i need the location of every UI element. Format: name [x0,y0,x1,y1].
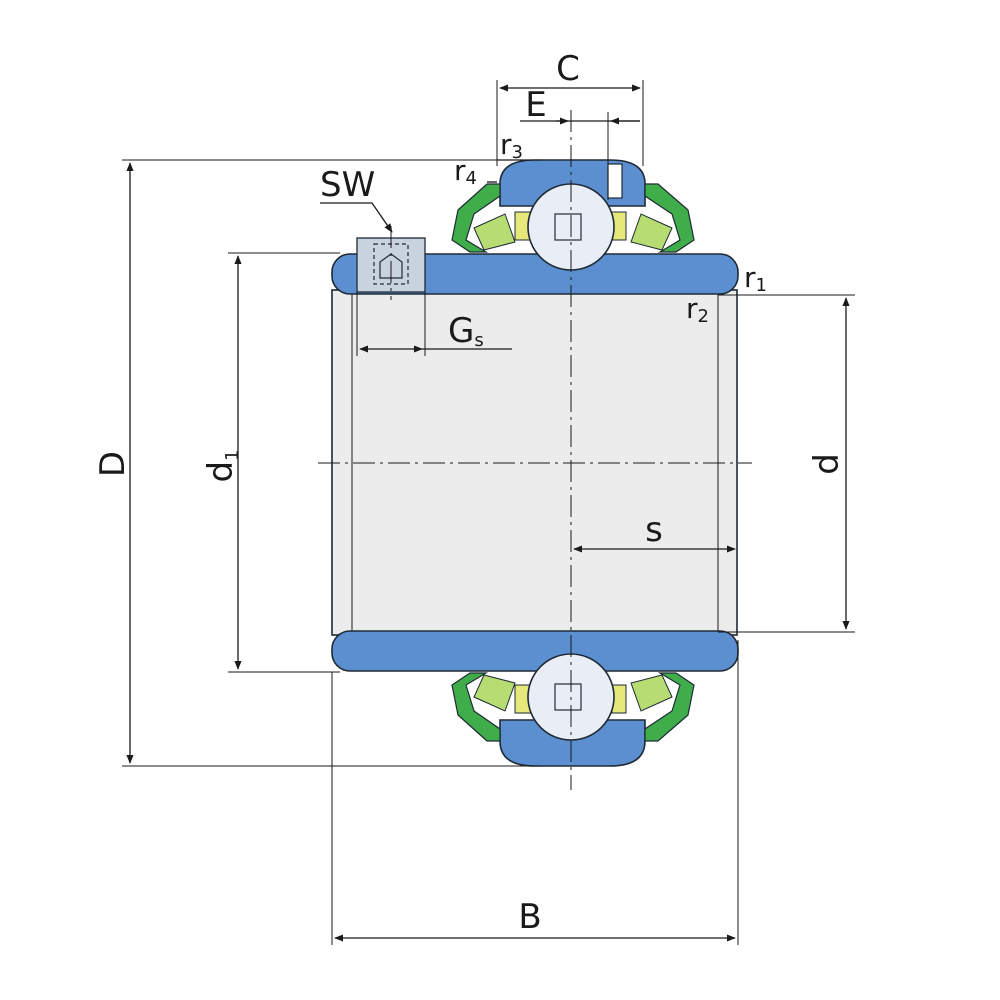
set-screw-tip [379,253,403,279]
label-d: d [807,453,847,475]
seal-left-bottom [451,672,501,742]
label-Gs: Gs [448,311,484,351]
label-C: C [556,49,580,89]
label-d1-main: d [201,461,241,483]
leader-SW [320,202,393,233]
seal-lip-right-top [630,213,673,251]
inner-ring-bottom [331,630,739,672]
svg-text:d1: d1 [201,449,243,482]
label-r2: r2 [686,292,709,327]
label-r3: r3 [500,128,523,163]
cage-pocket-bottom [554,683,582,711]
label-D: D [93,451,133,477]
label-E: E [525,85,546,125]
cage-pocket-top [554,213,582,241]
seal-right-top [644,183,695,253]
set-screw [356,226,426,300]
label-SW: SW [320,165,375,205]
inner-ring-top [331,253,739,295]
label-d1-sub: 1 [222,449,243,460]
lube-groove [607,163,623,199]
seal-left-top [451,183,501,253]
label-B: B [518,897,541,937]
seal-right-bottom [644,672,695,742]
lower-bearing-section [451,653,695,767]
seal-lip-left-bottom [473,674,516,712]
label-r1: r1 [744,261,767,296]
seal-lip-right-bottom [630,674,673,712]
label-d1: d1 [201,449,243,482]
label-s: s [645,510,663,550]
label-r4: r4 [454,154,477,189]
seal-lip-left-top [473,213,516,251]
